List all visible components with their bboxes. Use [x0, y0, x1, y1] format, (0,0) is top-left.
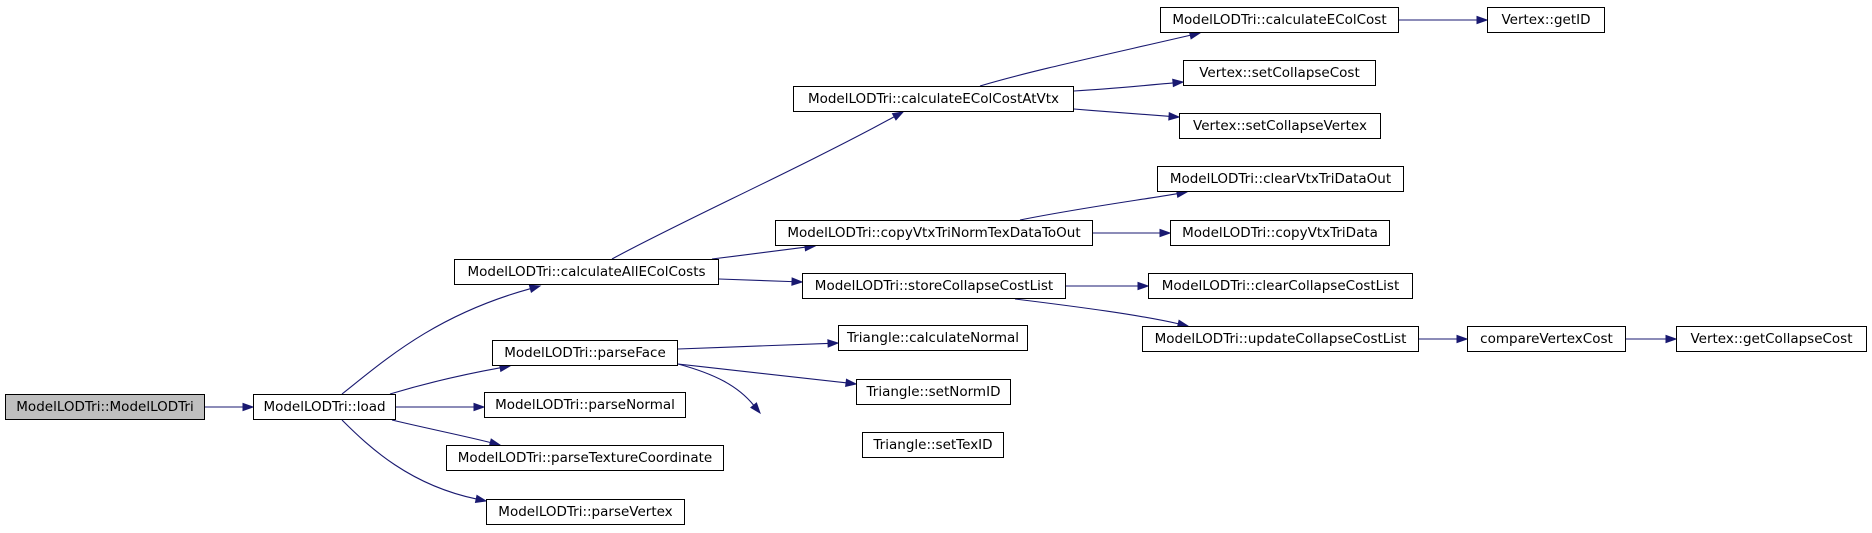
node-calc-all[interactable]: ModelLODTri::calculateAllEColCosts	[454, 259, 719, 285]
edge-line	[389, 367, 501, 395]
node-clear-list[interactable]: ModelLODTri::clearCollapseCostList	[1148, 273, 1413, 299]
node-copy-data[interactable]: ModelLODTri::copyVtxTriData	[1170, 220, 1390, 246]
edge-store-list-clear-list	[1065, 281, 1150, 291]
edge-arrowhead	[1172, 78, 1185, 88]
edge-arrowhead	[1456, 334, 1469, 344]
edge-calc-ecol-get-id	[1399, 15, 1489, 25]
edge-arrowhead	[791, 277, 804, 286]
node-set-cost[interactable]: Vertex::setCollapseCost	[1183, 60, 1376, 86]
edge-arrowhead	[473, 402, 486, 412]
edge-line	[677, 342, 829, 350]
node-set-tex-id[interactable]: Triangle::setTexID	[862, 432, 1004, 458]
node-parse-normal[interactable]: ModelLODTri::parseNormal	[484, 392, 686, 418]
node-set-vertex[interactable]: Vertex::setCollapseVertex	[1179, 113, 1381, 139]
edge-arrowhead	[474, 494, 488, 504]
edge-arrowhead	[1137, 281, 1150, 291]
edge-arrowhead	[242, 402, 255, 412]
node-clear-out[interactable]: ModelLODTri::clearVtxTriDataOut	[1157, 166, 1404, 192]
edge-load-parse-face	[389, 363, 512, 395]
edge-parse-face-calc-normal	[677, 339, 840, 350]
edge-line	[341, 419, 477, 500]
edge-line	[1014, 298, 1179, 325]
node-get-id[interactable]: Vertex::getID	[1487, 7, 1605, 33]
edge-line	[677, 363, 755, 406]
edge-update-list-compare	[1419, 334, 1469, 344]
node-update-list[interactable]: ModelLODTri::updateCollapseCostList	[1142, 326, 1419, 352]
edge-line	[391, 419, 491, 444]
edge-arrowhead	[1665, 334, 1678, 344]
edge-store-list-update-list	[1014, 298, 1190, 328]
edge-line	[341, 288, 531, 395]
node-store-list[interactable]: ModelLODTri::storeCollapseCostList	[802, 273, 1066, 299]
edge-line	[1073, 82, 1174, 92]
edge-root-load	[204, 402, 255, 412]
node-parse-tex[interactable]: ModelLODTri::parseTextureCoordinate	[446, 445, 724, 471]
edge-calc-at-vtx-calc-ecol	[979, 31, 1202, 87]
node-set-norm-id[interactable]: Triangle::setNormID	[856, 379, 1011, 405]
node-get-cost[interactable]: Vertex::getCollapseCost	[1676, 326, 1867, 352]
edge-line	[1073, 108, 1170, 117]
edge-copy-out-copy-data	[1093, 228, 1172, 238]
node-copy-out[interactable]: ModelLODTri::copyVtxTriNormTexDataToOut	[775, 220, 1093, 246]
edge-calc-all-store-list	[718, 277, 804, 286]
edge-load-calc-all	[341, 284, 542, 395]
edge-compare-get-cost	[1626, 334, 1678, 344]
edge-parse-face-set-norm-id	[677, 363, 858, 388]
node-compare[interactable]: compareVertexCost	[1467, 326, 1626, 352]
node-calc-normal[interactable]: Triangle::calculateNormal	[838, 325, 1028, 351]
edge-line	[677, 363, 847, 384]
node-parse-face[interactable]: ModelLODTri::parseFace	[492, 340, 678, 366]
edge-arrowhead	[1159, 228, 1172, 238]
edge-arrowhead	[891, 111, 905, 121]
edge-copy-out-clear-out	[1019, 189, 1189, 221]
edge-line	[1019, 193, 1178, 221]
edge-load-parse-normal	[395, 402, 486, 412]
node-load[interactable]: ModelLODTri::load	[253, 394, 396, 420]
edge-parse-face-set-tex-id	[677, 363, 761, 415]
edge-load-parse-vertex	[341, 419, 488, 504]
node-calc-at-vtx[interactable]: ModelLODTri::calculateEColCostAtVtx	[793, 86, 1074, 112]
edge-load-parse-tex	[391, 419, 502, 447]
edge-arrowhead	[845, 378, 858, 388]
edge-arrowhead	[827, 339, 840, 348]
edge-line	[718, 278, 793, 283]
edge-calc-at-vtx-set-vertex	[1073, 108, 1181, 121]
edge-arrowhead	[528, 284, 542, 293]
node-parse-vertex[interactable]: ModelLODTri::parseVertex	[486, 499, 685, 525]
node-calc-ecol[interactable]: ModelLODTri::calculateEColCost	[1160, 7, 1399, 33]
edge-line	[611, 116, 895, 260]
edge-arrowhead	[1476, 15, 1489, 25]
edge-arrowhead	[750, 402, 761, 415]
edge-calc-at-vtx-set-cost	[1073, 78, 1185, 92]
edge-calc-all-calc-at-vtx	[611, 111, 905, 260]
edge-line	[979, 34, 1191, 87]
edge-line	[711, 246, 806, 260]
edge-arrowhead	[1168, 111, 1181, 121]
node-root: ModelLODTri::ModelLODTri	[5, 394, 205, 420]
